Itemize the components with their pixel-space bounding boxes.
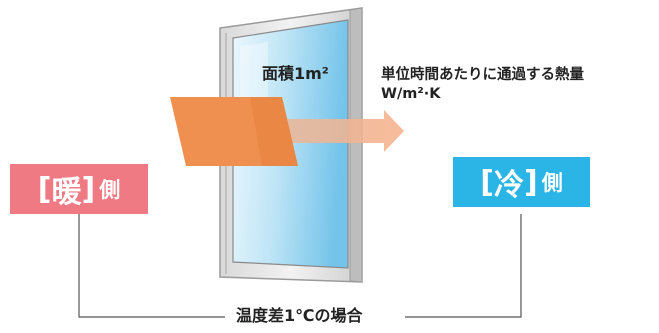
cold-kanji: 冷 <box>494 168 524 203</box>
warm-kanji: 暖 <box>51 175 82 210</box>
heat-label-line2: W/m²·K <box>381 86 441 102</box>
warm-bracket-line <box>78 214 225 318</box>
condition-label: 温度差1℃の場合 <box>236 306 363 325</box>
warm-side-suffix: 側 <box>99 178 121 202</box>
warm-close-bracket: ] <box>81 171 96 207</box>
cold-bracket-line <box>405 214 522 318</box>
warm-open-bracket: [ <box>37 171 52 207</box>
cold-close-bracket: ] <box>524 164 538 200</box>
area-label: 面積1m² <box>262 64 329 83</box>
heat-plane-shade <box>250 97 298 166</box>
warm-side-box: [ 暖 ] 側 <box>10 164 148 214</box>
window-frame-side <box>349 7 363 283</box>
heat-flow-arrow <box>262 110 404 152</box>
cold-open-bracket: [ <box>480 164 494 200</box>
heat-label-line1: 単位時間あたりに通過する熱量 <box>381 67 584 83</box>
cold-side-box: [ 冷 ] 側 <box>453 157 590 207</box>
cold-side-suffix: 側 <box>541 171 563 195</box>
